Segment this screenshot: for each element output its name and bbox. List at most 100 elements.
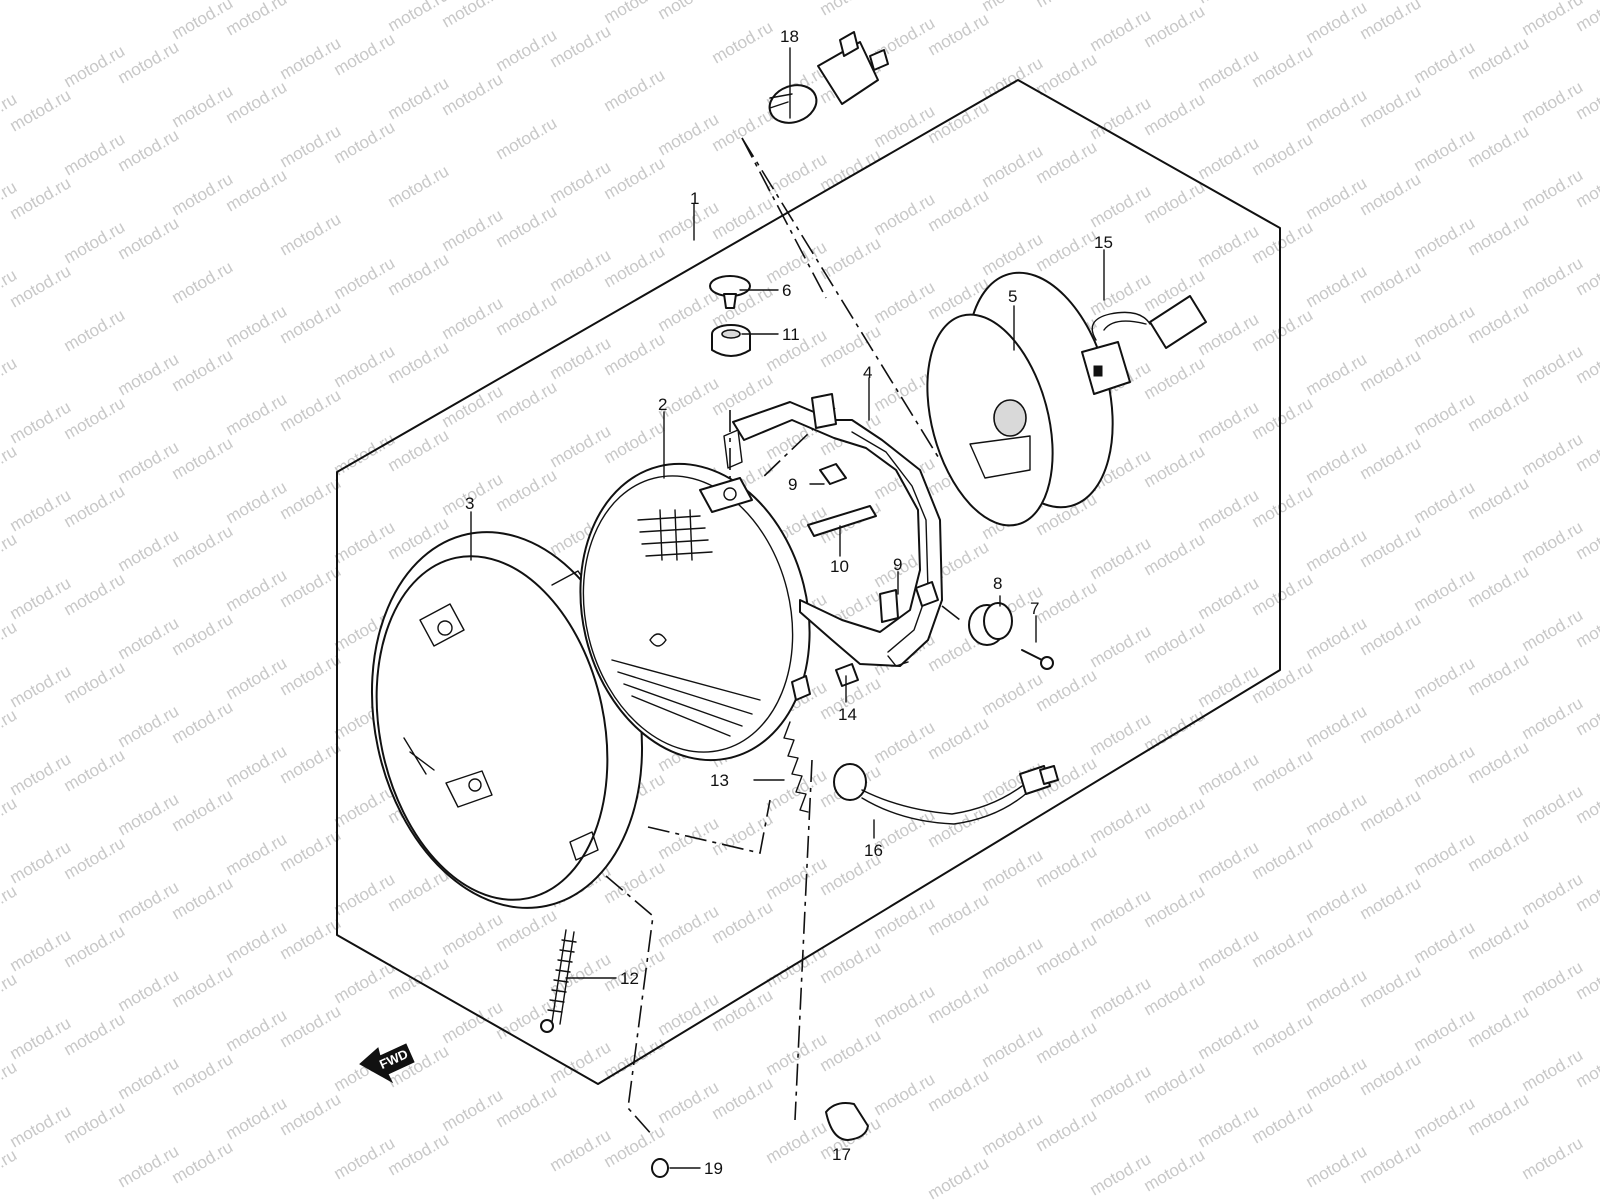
watermark-text: motod.ru bbox=[1195, 221, 1263, 271]
watermark-text: motod.ru bbox=[1357, 785, 1425, 835]
watermark-text: motod.ru bbox=[493, 25, 561, 75]
watermark-text: motod.ru bbox=[7, 485, 75, 535]
watermark-text: motod.ru bbox=[223, 741, 291, 791]
watermark-text: motod.ru bbox=[1411, 37, 1479, 87]
watermark-text: motod.ru bbox=[7, 1013, 75, 1063]
watermark-text: motod.ru bbox=[601, 65, 669, 115]
watermark-text: motod.ru bbox=[331, 429, 399, 479]
watermark-text: motod.ru bbox=[169, 609, 237, 659]
watermark-text: motod.ru bbox=[709, 897, 777, 947]
watermark-text: motod.ru bbox=[169, 697, 237, 747]
watermark-text: motod.ru bbox=[169, 257, 237, 307]
watermark-text: motod.ru bbox=[1141, 177, 1209, 227]
watermark-text: motod.ru bbox=[601, 857, 669, 907]
watermark-text: motod.ru bbox=[979, 141, 1047, 191]
watermark-text: motod.ru bbox=[979, 845, 1047, 895]
headlight-housing-shell bbox=[926, 271, 1114, 527]
watermark-text: motod.ru bbox=[655, 1077, 723, 1127]
watermark-text: motod.ru bbox=[1141, 441, 1209, 491]
watermark-text: motod.ru bbox=[1195, 749, 1263, 799]
watermark-text: motod.ru bbox=[1249, 481, 1317, 531]
watermark-text: motod.ru bbox=[1465, 649, 1533, 699]
watermark-text: motod.ru bbox=[1465, 825, 1533, 875]
watermark-text: motod.ru bbox=[1465, 33, 1533, 83]
watermark-text: motod.ru bbox=[1357, 1137, 1425, 1187]
watermark-text: motod.ru bbox=[1087, 1061, 1155, 1111]
socket-connector bbox=[1081, 295, 1207, 395]
watermark-text: motod.ru bbox=[979, 229, 1047, 279]
watermark-text: motod.ru bbox=[223, 477, 291, 527]
watermark-text: motod.ru bbox=[1411, 125, 1479, 175]
watermark-text: motod.ru bbox=[0, 441, 20, 491]
watermark-text: motod.ru bbox=[1033, 929, 1101, 979]
callout-11: 11 bbox=[782, 325, 800, 344]
watermark-text: motod.ru bbox=[1357, 1049, 1425, 1099]
watermark-text: motod.ru bbox=[115, 789, 183, 839]
watermark-text: motod.ru bbox=[439, 997, 507, 1047]
watermark-text: motod.ru bbox=[385, 425, 453, 475]
watermark-text: motod.ru bbox=[61, 305, 129, 355]
callout-9-upper: 9 bbox=[788, 475, 797, 494]
watermark-text: motod.ru bbox=[1141, 353, 1209, 403]
watermark-text: motod.ru bbox=[1087, 1149, 1155, 1199]
callout-13: 13 bbox=[710, 771, 729, 790]
watermark-text: motod.ru bbox=[223, 829, 291, 879]
watermark-text: motod.ru bbox=[763, 149, 831, 199]
watermark-text: motod.ru bbox=[61, 1009, 129, 1059]
watermark-text: motod.ru bbox=[169, 81, 237, 131]
watermark-text: motod.ru bbox=[439, 1085, 507, 1135]
watermark-text: motod.ru bbox=[115, 701, 183, 751]
watermark-text: motod.ru bbox=[61, 217, 129, 267]
watermark-text: motod.ru bbox=[655, 813, 723, 863]
watermark-text: motod.ru bbox=[1519, 869, 1587, 919]
watermark-text: motod.ru bbox=[331, 1133, 399, 1183]
leader-lines bbox=[470, 47, 1105, 1169]
watermark-text: motod.ru bbox=[1141, 1, 1209, 51]
watermark-text: motod.ru bbox=[1141, 1057, 1209, 1107]
watermark-text: motod.ru bbox=[277, 33, 345, 83]
watermark-text: motod.ru bbox=[871, 189, 939, 239]
watermark-text: motod.ru bbox=[1141, 89, 1209, 139]
watermark-text: motod.ru bbox=[763, 1029, 831, 1079]
watermark-text: motod.ru bbox=[1411, 741, 1479, 791]
watermark-text: motod.ru bbox=[277, 561, 345, 611]
watermark-text: motod.ru bbox=[1249, 1009, 1317, 1059]
watermark-text: motod.ru bbox=[1519, 1045, 1587, 1095]
watermark-text: motod.ru bbox=[1195, 45, 1263, 95]
watermark-text: motod.ru bbox=[1087, 973, 1155, 1023]
watermark-text: motod.ru bbox=[817, 145, 885, 195]
watermark-text: motod.ru bbox=[1249, 305, 1317, 355]
watermark-text: motod.ru bbox=[871, 101, 939, 151]
watermark-text: motod.ru bbox=[1303, 173, 1371, 223]
watermark-text: motod.ru bbox=[1033, 225, 1101, 275]
callout-8: 8 bbox=[993, 574, 1002, 593]
watermark-text: motod.ru bbox=[601, 241, 669, 291]
watermark-text: motod.ru bbox=[655, 197, 723, 247]
watermark-text: motod.ru bbox=[1465, 297, 1533, 347]
watermark-text: motod.ru bbox=[925, 977, 993, 1027]
watermark-text: motod.ru bbox=[7, 661, 75, 711]
watermark-text: motod.ru bbox=[7, 173, 75, 223]
watermark-text: motod.ru bbox=[1303, 0, 1371, 47]
screw-19 bbox=[651, 1158, 669, 1178]
watermark-text: motod.ru bbox=[871, 1069, 939, 1119]
watermark-text: motod.ru bbox=[331, 781, 399, 831]
watermark-text: motod.ru bbox=[763, 237, 831, 287]
callout-18: 18 bbox=[780, 27, 799, 46]
watermark-text: motod.ru bbox=[1411, 917, 1479, 967]
watermark-text: motod.ru bbox=[547, 245, 615, 295]
watermark-text: motod.ru bbox=[1141, 793, 1209, 843]
watermark-text: motod.ru bbox=[277, 825, 345, 875]
watermark-text: motod.ru bbox=[331, 117, 399, 167]
watermark-text: motod.ru bbox=[439, 293, 507, 343]
watermark-text: motod.ru bbox=[547, 21, 615, 71]
watermark-text: motod.ru bbox=[817, 1025, 885, 1075]
watermark-text: motod.ru bbox=[1519, 517, 1587, 567]
callout-9-lower: 9 bbox=[893, 555, 902, 574]
watermark-text: motod.ru bbox=[1303, 877, 1371, 927]
watermark-text: motod.ru bbox=[61, 921, 129, 971]
watermark-text: motod.ru bbox=[0, 1145, 20, 1195]
watermark-text: motod.ru bbox=[1519, 605, 1587, 655]
watermark-text: motod.ru bbox=[1249, 1097, 1317, 1147]
watermark-text: motod.ru bbox=[925, 9, 993, 59]
